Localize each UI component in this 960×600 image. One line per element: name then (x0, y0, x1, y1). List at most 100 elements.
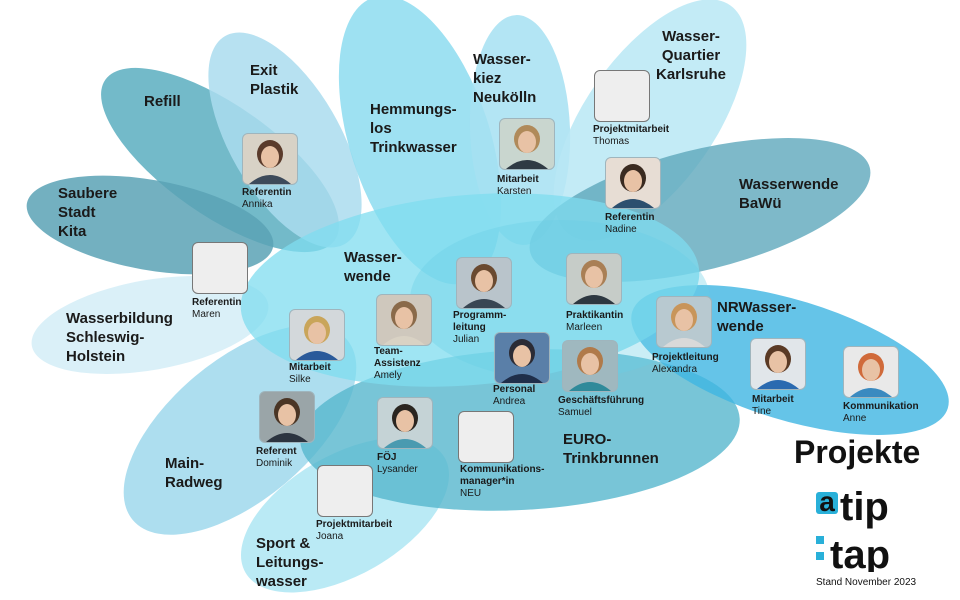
project-label-neukoelln: Wasser- kiez Neukölln (473, 51, 537, 106)
person-role: Geschäftsführung (558, 395, 645, 406)
person-role: Referentin (242, 187, 292, 198)
person-name: Samuel (558, 407, 592, 418)
photo-amely (376, 294, 432, 346)
photo-andrea (494, 332, 550, 384)
photo-annika (242, 133, 298, 185)
person-role: Projektmitarbeit (316, 519, 393, 530)
photo-nadine (605, 157, 661, 209)
page-title: Projekte (794, 434, 921, 470)
logo-mark-a: a (819, 486, 835, 517)
person-role: Kommunikations- manager*in (460, 464, 545, 487)
avatar-icon (569, 347, 611, 391)
person-name: Andrea (493, 396, 526, 407)
person-role: Team- Assistenz (374, 346, 421, 369)
avatar-icon (757, 345, 799, 389)
person-role: Projektleitung (652, 352, 719, 363)
person-name: Annika (242, 199, 273, 210)
person-role: Mitarbeit (497, 174, 539, 185)
photo-marleen (566, 253, 622, 305)
person-name: Anne (843, 413, 867, 424)
project-label-euro: EURO- Trinkbrunnen (563, 431, 659, 467)
person-name: Thomas (593, 136, 630, 147)
person-name: Julian (453, 334, 480, 345)
petal-karlsruhe (553, 0, 747, 241)
atiptap-logo: a tip tap (816, 485, 890, 572)
person-name: Joana (316, 531, 344, 542)
person-name: Amely (374, 370, 402, 381)
avatar-icon (850, 353, 892, 397)
project-label-sh: Wasserbildung Schleswig- Holstein (66, 310, 173, 365)
person-role: Mitarbeit (752, 394, 794, 405)
photo-silke (289, 309, 345, 361)
avatar-icon (384, 404, 426, 448)
logo-line1: tip (840, 485, 889, 529)
photo-karsten (499, 118, 555, 170)
avatar-icon (266, 398, 308, 442)
photo-samuel (562, 340, 618, 392)
person-role: Programm- leitung (453, 310, 507, 333)
project-label-bawue: Wasserwende BaWü (739, 176, 839, 212)
photo-tine (750, 338, 806, 390)
photo-julian (456, 257, 512, 309)
person-role: Mitarbeit (289, 362, 331, 373)
project-label-kita: Saubere Stadt Kita (58, 185, 118, 240)
project-label-refill: Refill (144, 93, 181, 110)
avatar-icon (612, 164, 654, 208)
person-role: FÖJ (377, 452, 397, 463)
project-label-wasserwende: Wasser- wende (344, 249, 402, 285)
avatar-icon (506, 125, 548, 169)
avatar-icon (463, 264, 505, 308)
project-label-hemmungslos: Hemmungs- los Trinkwasser (370, 101, 457, 156)
petal-euro (300, 349, 740, 511)
person-name: Lysander (377, 464, 418, 475)
person-name: Karsten (497, 186, 532, 197)
avatar-icon (249, 140, 291, 184)
photo-anne (843, 346, 899, 398)
person-name: Dominik (256, 458, 293, 469)
project-label-exit-plastik: Exit Plastik (250, 62, 299, 98)
photo-maren (192, 242, 248, 294)
photo-neu (458, 411, 514, 463)
person-name: Tine (752, 406, 772, 417)
person-name: Nadine (605, 224, 637, 235)
person-role: Referentin (605, 212, 655, 223)
logo-line2: tap (830, 533, 890, 572)
avatar-icon (296, 316, 338, 360)
person-role: Projektmitarbeit (593, 124, 670, 135)
person-name: Alexandra (652, 364, 698, 375)
person-role: Referentin (192, 297, 242, 308)
stand-date: Stand November 2023 (816, 577, 917, 588)
person-name: NEU (460, 488, 482, 499)
photo-alexandra (656, 296, 712, 348)
project-label-main: Main- Radweg (165, 455, 223, 491)
person-name: Maren (192, 309, 221, 320)
person-role: Personal (493, 384, 536, 395)
photo-joana (317, 465, 373, 517)
person-name: Silke (289, 374, 311, 385)
photo-dominik (259, 391, 315, 443)
person-role: Praktikantin (566, 310, 624, 321)
person-role: Kommunikation (843, 401, 919, 412)
photo-thomas (594, 70, 650, 122)
avatar-icon (501, 339, 543, 383)
person-role: Referent (256, 446, 297, 457)
